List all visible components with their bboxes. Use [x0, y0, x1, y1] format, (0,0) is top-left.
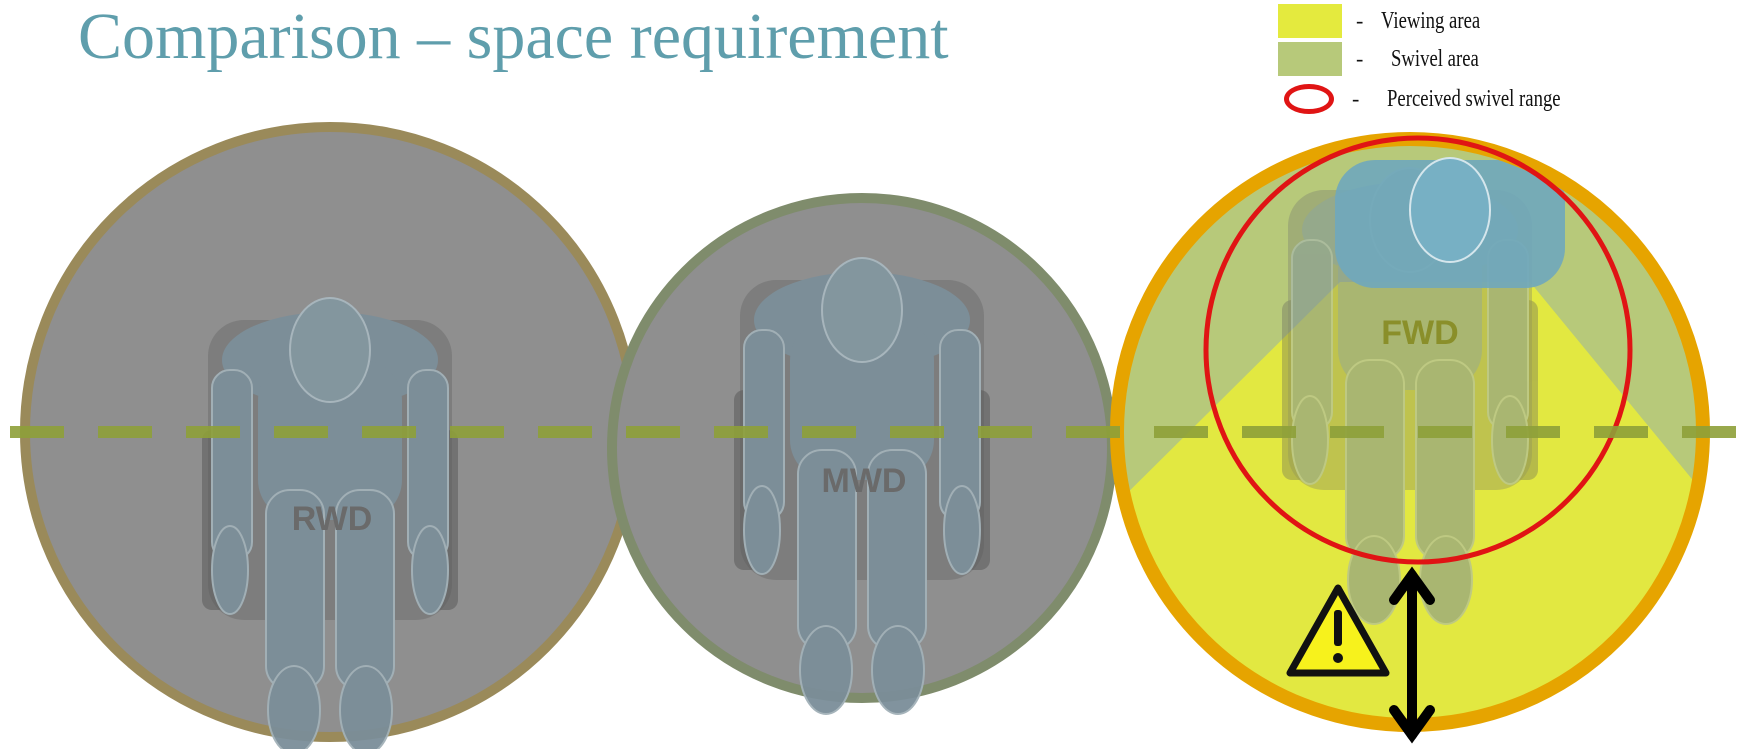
viewing-area-swatch	[1278, 4, 1342, 38]
legend-separator: -	[1356, 8, 1364, 33]
legend-separator: -	[1352, 86, 1360, 111]
legend-item-viewing-area: - Viewing area	[1278, 4, 1509, 38]
legend-separator: -	[1356, 46, 1364, 71]
legend-label-perceived-swivel-range: Perceived swivel range	[1387, 85, 1561, 112]
fwd-footprint	[1110, 132, 1710, 732]
swivel-area-swatch	[1278, 42, 1342, 76]
perceived-swivel-range-ring	[1203, 135, 1633, 565]
legend-item-swivel-area: - Swivel area	[1278, 42, 1504, 76]
mwd-footprint	[607, 193, 1117, 715]
legend-label-viewing-area: Viewing area	[1381, 7, 1481, 34]
rwd-label: RWD	[292, 500, 373, 538]
legend-item-perceived-swivel-range: - Perceived swivel range	[1278, 82, 1610, 116]
page-title: Comparison – space requirement	[78, 0, 949, 73]
swivel-range-ring-swatch	[1284, 84, 1334, 114]
legend-label-swivel-area: Swivel area	[1391, 45, 1480, 72]
viewing-area	[1117, 282, 1703, 725]
double-headed-arrow-icon	[1389, 566, 1435, 744]
mwd-label: MWD	[822, 462, 907, 500]
legend: - Viewing area - Swivel area - Perceived…	[1278, 4, 1698, 116]
warning-triangle-icon	[1286, 584, 1390, 677]
fwd-label: FWD	[1381, 314, 1458, 352]
